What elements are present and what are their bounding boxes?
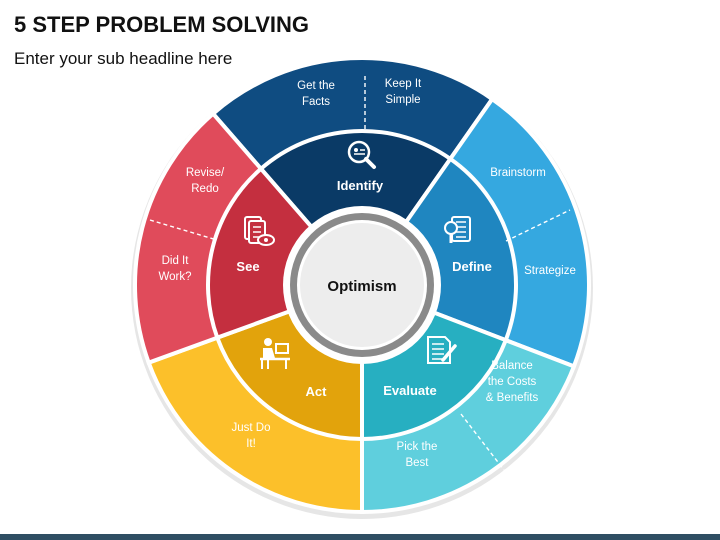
document-eye-icon bbox=[244, 216, 275, 246]
checklist-pen-icon bbox=[427, 336, 457, 364]
dashed-divider bbox=[505, 209, 571, 242]
step-note-define: Strategize bbox=[524, 265, 576, 277]
document-magnifier-icon bbox=[444, 216, 471, 243]
step-label-identify: Identify bbox=[337, 178, 384, 193]
dashed-divider bbox=[460, 413, 505, 471]
page-subtitle: Enter your sub headline here bbox=[14, 49, 233, 68]
page-title: 5 STEP PROBLEM SOLVING bbox=[14, 12, 310, 37]
dashed-divider bbox=[149, 219, 218, 241]
step-label-act: Act bbox=[306, 384, 328, 399]
step-label-define: Define bbox=[452, 259, 492, 274]
center-label: Optimism bbox=[327, 278, 396, 295]
step-label-evaluate: Evaluate bbox=[383, 383, 436, 398]
search-document-icon bbox=[347, 140, 376, 169]
center-hub bbox=[300, 223, 424, 347]
bottom-accent-bar bbox=[0, 534, 720, 540]
step-label-see: See bbox=[236, 259, 259, 274]
step-note-see: Revise/Redo bbox=[186, 167, 225, 195]
person-at-desk-icon bbox=[260, 338, 290, 369]
step-note-define: Brainstorm bbox=[490, 167, 546, 179]
